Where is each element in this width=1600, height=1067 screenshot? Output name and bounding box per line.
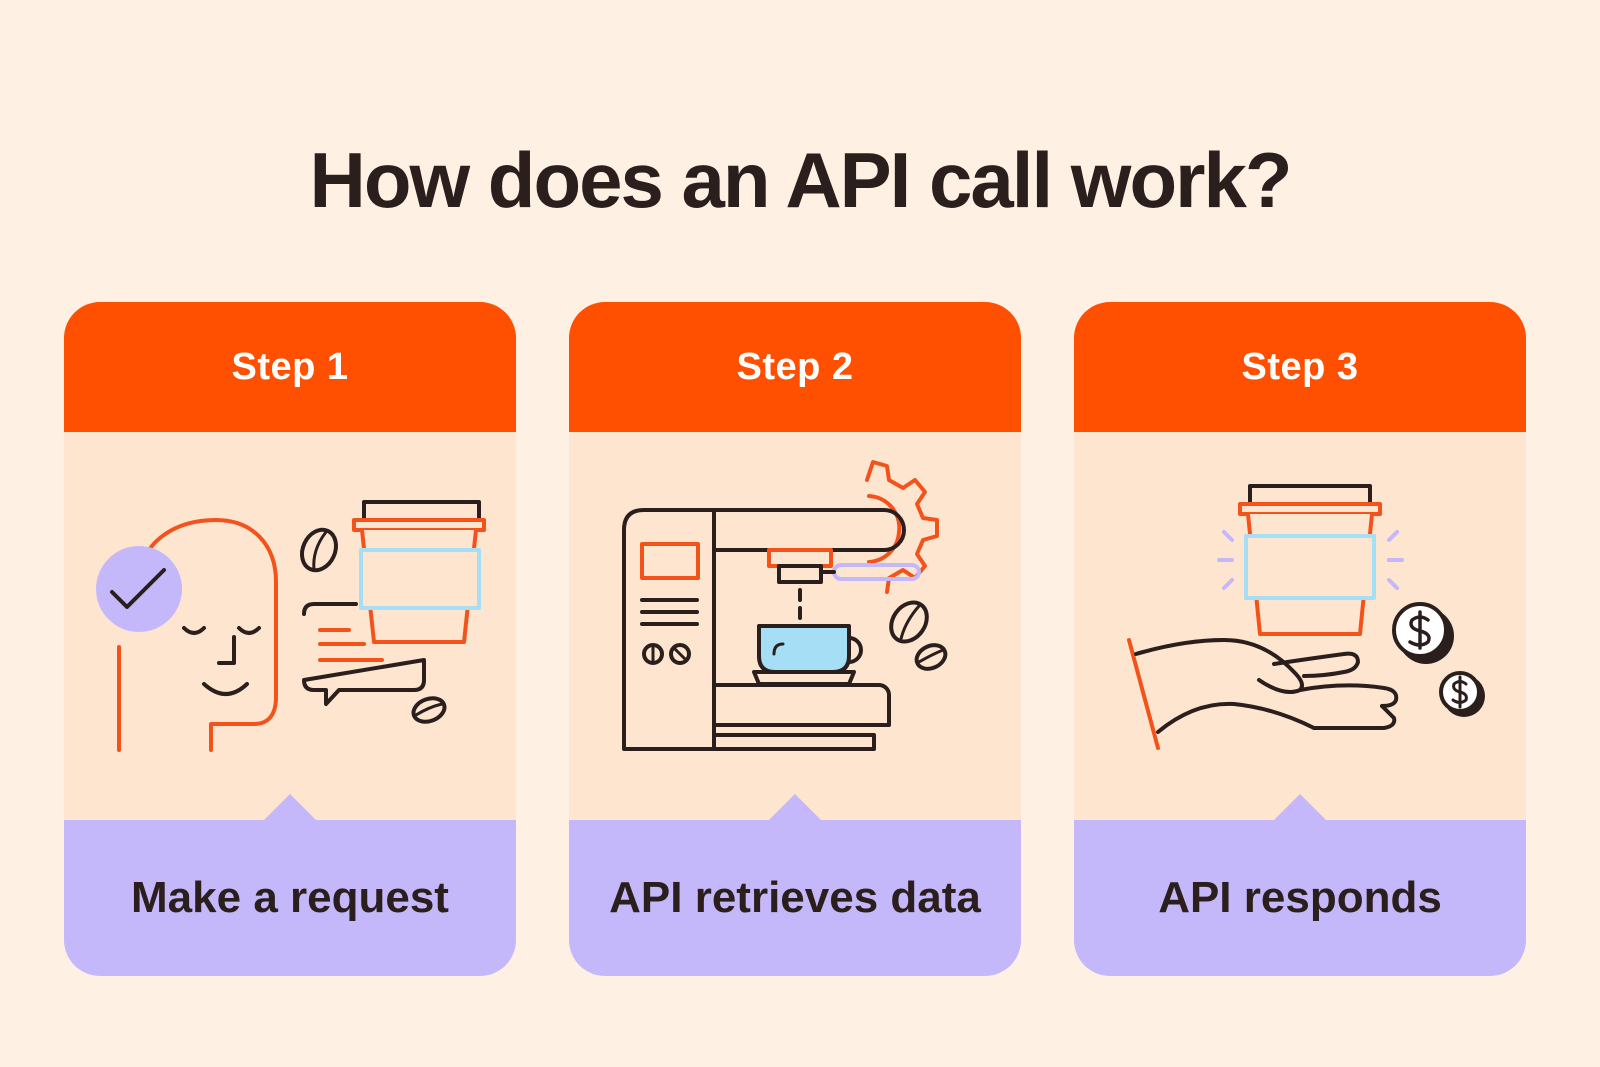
chat-bubble-icon [302,602,426,706]
open-hand-icon [1127,638,1399,750]
page-title: How does an API call work? [309,136,1292,224]
step-header: Step 1 [64,302,516,432]
step-header: Step 2 [569,302,1021,432]
coffee-cup-icon [352,500,486,644]
step-pointer [1273,794,1327,821]
step-header: Step 3 [1074,302,1526,432]
checkmark-badge-icon [96,546,182,632]
dollar-coin-icon [1392,602,1485,717]
step-illustration [64,432,516,820]
person-head-icon [117,518,278,752]
coffee-bean-icon [889,600,948,671]
espresso-machine-icon [622,508,921,751]
step-caption: API retrieves data [569,820,1021,976]
step-card-3: Step 3 [1074,302,1526,976]
step-pointer [768,794,822,821]
step-caption: Make a request [64,820,516,976]
step-card-1: Step 1 [64,302,516,976]
step-illustration [1074,432,1526,820]
espresso-cup-icon [752,624,863,686]
gear-icon [865,460,939,594]
coffee-bean-icon [299,527,447,724]
step-card-2: Step 2 [569,302,1021,976]
step-pointer [263,794,317,821]
step-caption: API responds [1074,820,1526,976]
coffee-cup-icon [1238,484,1382,636]
shine-lines [1217,530,1404,590]
step-illustration [569,432,1021,820]
